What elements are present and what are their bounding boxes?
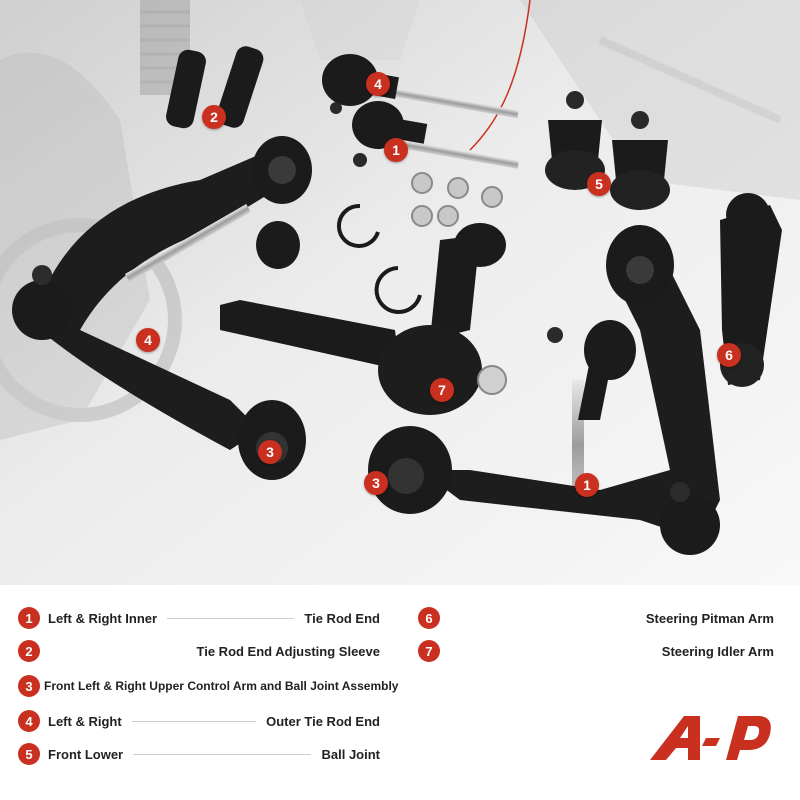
- legend-item-7: 7 Steering Idler Arm: [418, 639, 774, 663]
- leader-line: [131, 720, 257, 722]
- leader-line: [58, 651, 187, 652]
- legend-number: 7: [418, 640, 440, 662]
- legend-number: 6: [418, 607, 440, 629]
- background-suspension: [0, 0, 800, 440]
- legend-label-right: Outer Tie Rod End: [266, 713, 380, 729]
- nuts: [411, 172, 503, 227]
- leader-line: [133, 753, 312, 755]
- legend-label-left: Front Lower: [48, 746, 124, 762]
- legend-label: Steering Pitman Arm: [645, 610, 774, 626]
- adjusting-sleeves: [166, 46, 264, 129]
- brand-logo: [650, 716, 771, 760]
- callout-badge-4: 4: [366, 72, 390, 96]
- legend-number: 4: [18, 710, 40, 732]
- legend-item-4: 4 Left & Right Outer Tie Rod End: [18, 709, 380, 733]
- legend-number: 1: [18, 607, 40, 629]
- legend-number: 3: [18, 675, 40, 697]
- idler-arm: [220, 223, 507, 415]
- legend-item-3: 3 Front Left & Right Upper Control Arm a…: [18, 674, 398, 698]
- callout-badge-5: 5: [587, 172, 611, 196]
- legend-label-left: Left & Right Inner: [48, 610, 158, 626]
- callout-badge-3: 3: [258, 440, 282, 464]
- legend-number: 2: [18, 640, 40, 662]
- callout-badge-2: 2: [202, 105, 226, 129]
- legend-item-1: 1 Left & Right Inner Tie Rod End: [18, 606, 380, 630]
- parts-photo: [0, 0, 800, 585]
- legend-item-2: 2 Tie Rod End Adjusting Sleeve: [18, 639, 380, 663]
- legend-label-right: Ball Joint: [321, 746, 380, 762]
- outer-tie-rod-end-middle: [125, 204, 300, 282]
- inner-tie-rod-end-top: [352, 101, 519, 169]
- legend-number: 5: [18, 743, 40, 765]
- legend-label-left: Front Left & Right Upper Control Arm and…: [44, 679, 399, 693]
- legend-label-left: Left & Right: [48, 713, 122, 729]
- leader-line: [167, 617, 295, 619]
- callout-badge-4: 4: [136, 328, 160, 352]
- legend-label-right: Tie Rod End Adjusting Sleeve: [196, 643, 380, 659]
- legend-item-6: 6 Steering Pitman Arm: [418, 606, 774, 630]
- upper-control-arm-right: [368, 225, 720, 555]
- callout-badge-6: 6: [717, 343, 741, 367]
- legend-item-5: 5 Front Lower Ball Joint: [18, 742, 380, 766]
- legend-label: Steering Idler Arm: [661, 643, 774, 659]
- callout-badge-1: 1: [384, 138, 408, 162]
- callout-badge-7: 7: [430, 378, 454, 402]
- legend-label-right: Tie Rod End: [304, 610, 380, 626]
- callout-badge-3: 3: [364, 471, 388, 495]
- callout-badge-1: 1: [575, 473, 599, 497]
- snap-rings: [336, 203, 422, 314]
- accent-curve: [469, 0, 531, 151]
